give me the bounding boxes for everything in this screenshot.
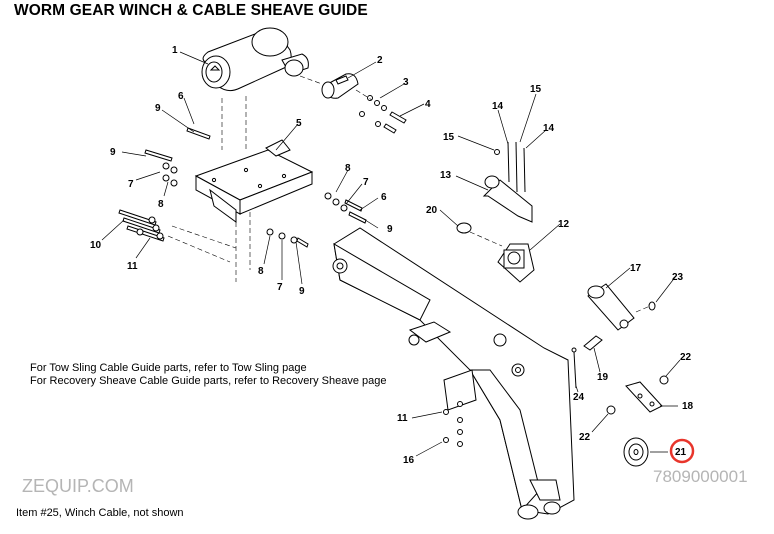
bolts-cluster-right[interactable] xyxy=(266,192,367,248)
callout-20: 20 xyxy=(426,205,438,216)
pin-19[interactable] xyxy=(583,335,603,351)
boom-side-plate[interactable] xyxy=(443,369,477,411)
callout-labels: 1 2 3 4 5 6 6 7 7 7 8 8 8 9 9 9 9 10 11 … xyxy=(90,45,694,466)
callout-19: 19 xyxy=(597,372,609,383)
leader-lines xyxy=(101,51,681,457)
highlight-circle xyxy=(669,438,695,464)
callout-16: 16 xyxy=(403,455,415,466)
sheave-guide-block-12[interactable] xyxy=(497,243,535,283)
tow-sling-note: For Tow Sling Cable Guide parts, refer t… xyxy=(30,362,307,374)
footnote: Item #25, Winch Cable, not shown xyxy=(16,507,184,519)
callout-9b: 9 xyxy=(110,147,116,158)
callout-21: 21 xyxy=(675,447,687,458)
callout-14a: 14 xyxy=(492,101,504,112)
callout-11a: 11 xyxy=(127,261,138,272)
nuts-22[interactable] xyxy=(606,375,669,415)
callout-3: 3 xyxy=(403,77,409,88)
callout-4: 4 xyxy=(425,99,431,110)
roller-pin-assembly[interactable] xyxy=(587,283,635,331)
callout-8c: 8 xyxy=(258,266,264,277)
callout-24: 24 xyxy=(573,392,585,403)
callout-14b: 14 xyxy=(543,123,555,134)
diagram-title: WORM GEAR WINCH & CABLE SHEAVE GUIDE xyxy=(14,2,368,19)
callout-7c: 7 xyxy=(277,282,283,293)
cable-guide-bracket-13[interactable] xyxy=(482,175,533,223)
winch-mount-plate[interactable] xyxy=(194,139,314,223)
boom-arm[interactable] xyxy=(332,227,575,520)
bolts-11-16[interactable] xyxy=(443,401,463,447)
callout-1: 1 xyxy=(172,45,178,56)
callout-2: 2 xyxy=(377,55,383,66)
callout-6b: 6 xyxy=(381,192,387,203)
callout-9a: 9 xyxy=(155,103,161,114)
callout-8a: 8 xyxy=(158,199,164,210)
winch-motor[interactable] xyxy=(201,27,309,92)
callout-11b: 11 xyxy=(397,413,408,424)
bolt-24[interactable] xyxy=(571,347,577,389)
callout-8b: 8 xyxy=(345,163,351,174)
drum-shaft[interactable] xyxy=(321,73,359,99)
hardware-washers-3[interactable] xyxy=(359,95,387,127)
recovery-sheave-note: For Recovery Sheave Cable Guide parts, r… xyxy=(30,375,387,387)
callout-22a: 22 xyxy=(680,352,692,363)
callout-7a: 7 xyxy=(128,179,134,190)
washer-23[interactable] xyxy=(648,301,656,311)
o-ring-20[interactable] xyxy=(456,222,472,234)
callout-15b: 15 xyxy=(443,132,455,143)
callout-17: 17 xyxy=(630,263,642,274)
callout-12: 12 xyxy=(558,219,570,230)
callout-22b: 22 xyxy=(579,432,591,443)
guide-bracket-18[interactable] xyxy=(625,381,663,413)
drawing-number: 7809000001 xyxy=(653,467,748,486)
callout-6a: 6 xyxy=(178,91,184,102)
callout-23: 23 xyxy=(672,272,684,283)
watermark-zequip: ZEQUIP.COM xyxy=(22,476,134,496)
callout-15a: 15 xyxy=(530,84,542,95)
bolt-4[interactable] xyxy=(383,111,407,134)
callout-5: 5 xyxy=(296,118,302,129)
sheave-pulley-21[interactable] xyxy=(623,437,649,467)
bolts-14-15[interactable] xyxy=(494,141,526,193)
callout-18: 18 xyxy=(682,401,694,412)
callout-9d: 9 xyxy=(299,286,305,297)
callout-9c: 9 xyxy=(387,224,393,235)
callout-7b: 7 xyxy=(363,177,369,188)
callout-13: 13 xyxy=(440,170,452,181)
callout-10: 10 xyxy=(90,240,102,251)
